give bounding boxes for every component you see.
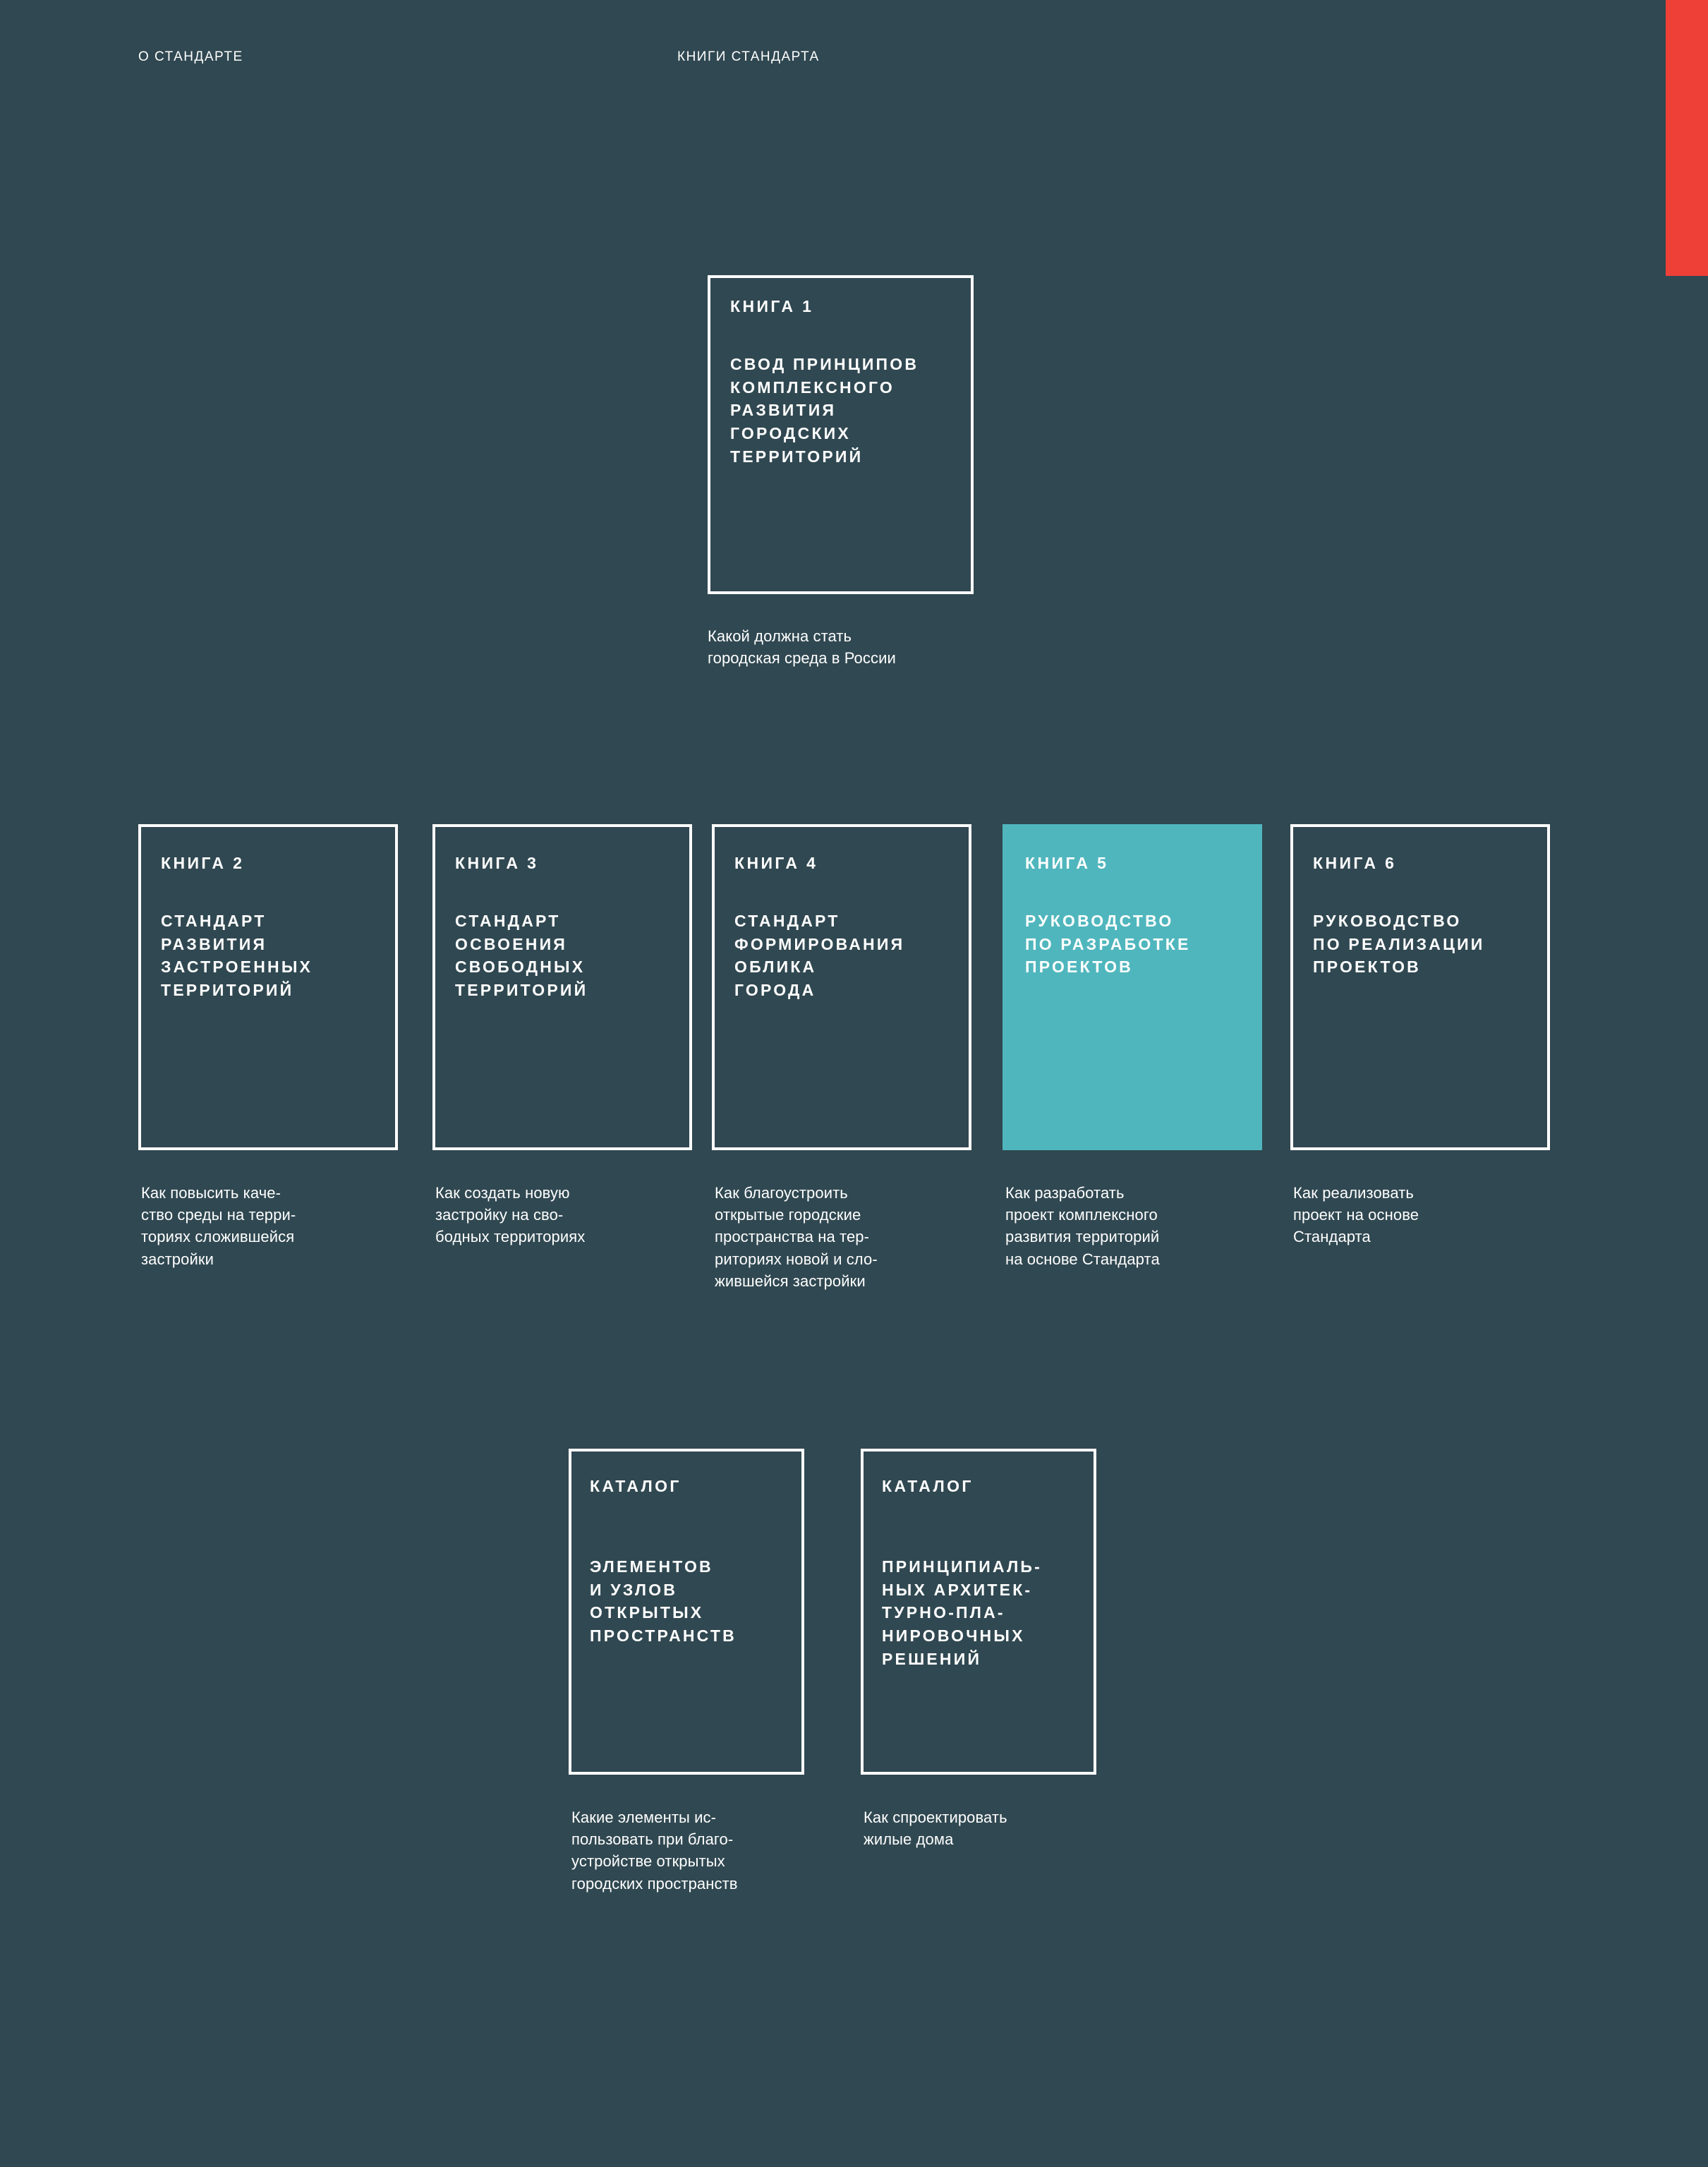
book-card-3-kicker: КНИГА 3: [455, 854, 539, 872]
book-card-1[interactable]: КНИГА 1 СВОД ПРИНЦИПОВ КОМПЛЕКСНОГО РАЗВ…: [708, 275, 974, 594]
book-card-5-title: РУКОВОДСТВО ПО РАЗРАБОТКЕ ПРОЕКТОВ: [1025, 912, 1191, 977]
book-card-2[interactable]: КНИГА 2 СТАНДАРТ РАЗВИТИЯ ЗАСТРОЕННЫХ ТЕ…: [138, 824, 398, 1150]
catalog-card-2-title: ПРИНЦИПИАЛЬ- НЫХ АРХИТЕК- ТУРНО-ПЛА- НИР…: [882, 1557, 1043, 1668]
book-caption-5: Как разработать проект комплексного разв…: [1005, 1184, 1160, 1268]
book-card-6-kicker: КНИГА 6: [1313, 854, 1397, 872]
catalog-card-2[interactable]: КАТАЛОГ ПРИНЦИПИАЛЬ- НЫХ АРХИТЕК- ТУРНО-…: [861, 1449, 1096, 1775]
book-caption-2: Как повысить каче- ство среды на терри- …: [141, 1184, 296, 1268]
book-card-4-kicker: КНИГА 4: [734, 854, 818, 872]
catalog-card-1-kicker: КАТАЛОГ: [590, 1477, 682, 1495]
book-card-3[interactable]: КНИГА 3 СТАНДАРТ ОСВОЕНИЯ СВОБОДНЫХ ТЕРР…: [432, 824, 692, 1150]
catalog-caption-1: Какие элементы ис- пользовать при благо-…: [571, 1809, 738, 1893]
book-card-2-title: СТАНДАРТ РАЗВИТИЯ ЗАСТРОЕННЫХ ТЕРРИТОРИЙ: [161, 912, 313, 999]
book-caption-1: Какой должна стать городская среда в Рос…: [708, 627, 896, 668]
book-card-1-kicker: КНИГА 1: [730, 297, 814, 315]
book-caption-6: Как реализовать проект на основе Стандар…: [1293, 1184, 1419, 1246]
accent-bar-red: [1666, 0, 1708, 276]
catalog-card-1[interactable]: КАТАЛОГ ЭЛЕМЕНТОВ И УЗЛОВ ОТКРЫТЫХ ПРОСТ…: [569, 1449, 804, 1775]
nav-item-about-standard[interactable]: О СТАНДАРТЕ: [138, 49, 243, 64]
nav-item-standard-books[interactable]: КНИГИ СТАНДАРТА: [677, 49, 820, 64]
header-nav: О СТАНДАРТЕ КНИГИ СТАНДАРТА: [0, 49, 1708, 78]
book-card-6[interactable]: КНИГА 6 РУКОВОДСТВО ПО РЕАЛИЗАЦИИ ПРОЕКТ…: [1290, 824, 1550, 1150]
book-card-1-title: СВОД ПРИНЦИПОВ КОМПЛЕКСНОГО РАЗВИТИЯ ГОР…: [730, 355, 919, 466]
book-card-3-title: СТАНДАРТ ОСВОЕНИЯ СВОБОДНЫХ ТЕРРИТОРИЙ: [455, 912, 588, 999]
catalog-caption-2: Как спроектировать жилые дома: [864, 1809, 1007, 1849]
catalog-card-1-title: ЭЛЕМЕНТОВ И УЗЛОВ ОТКРЫТЫХ ПРОСТРАНСТВ: [590, 1557, 737, 1645]
book-card-4[interactable]: КНИГА 4 СТАНДАРТ ФОРМИРОВАНИЯ ОБЛИКА ГОР…: [712, 824, 971, 1150]
book-card-5[interactable]: КНИГА 5 РУКОВОДСТВО ПО РАЗРАБОТКЕ ПРОЕКТ…: [1003, 824, 1262, 1150]
catalog-card-2-kicker: КАТАЛОГ: [882, 1477, 974, 1495]
book-card-5-kicker: КНИГА 5: [1025, 854, 1109, 872]
book-card-6-title: РУКОВОДСТВО ПО РЕАЛИЗАЦИИ ПРОЕКТОВ: [1313, 912, 1485, 977]
book-caption-4: Как благоустроить открытые городские про…: [715, 1184, 878, 1290]
book-card-4-title: СТАНДАРТ ФОРМИРОВАНИЯ ОБЛИКА ГОРОДА: [734, 912, 905, 999]
book-card-2-kicker: КНИГА 2: [161, 854, 245, 872]
book-caption-3: Как создать новую застройку на сво- бодн…: [435, 1184, 586, 1246]
